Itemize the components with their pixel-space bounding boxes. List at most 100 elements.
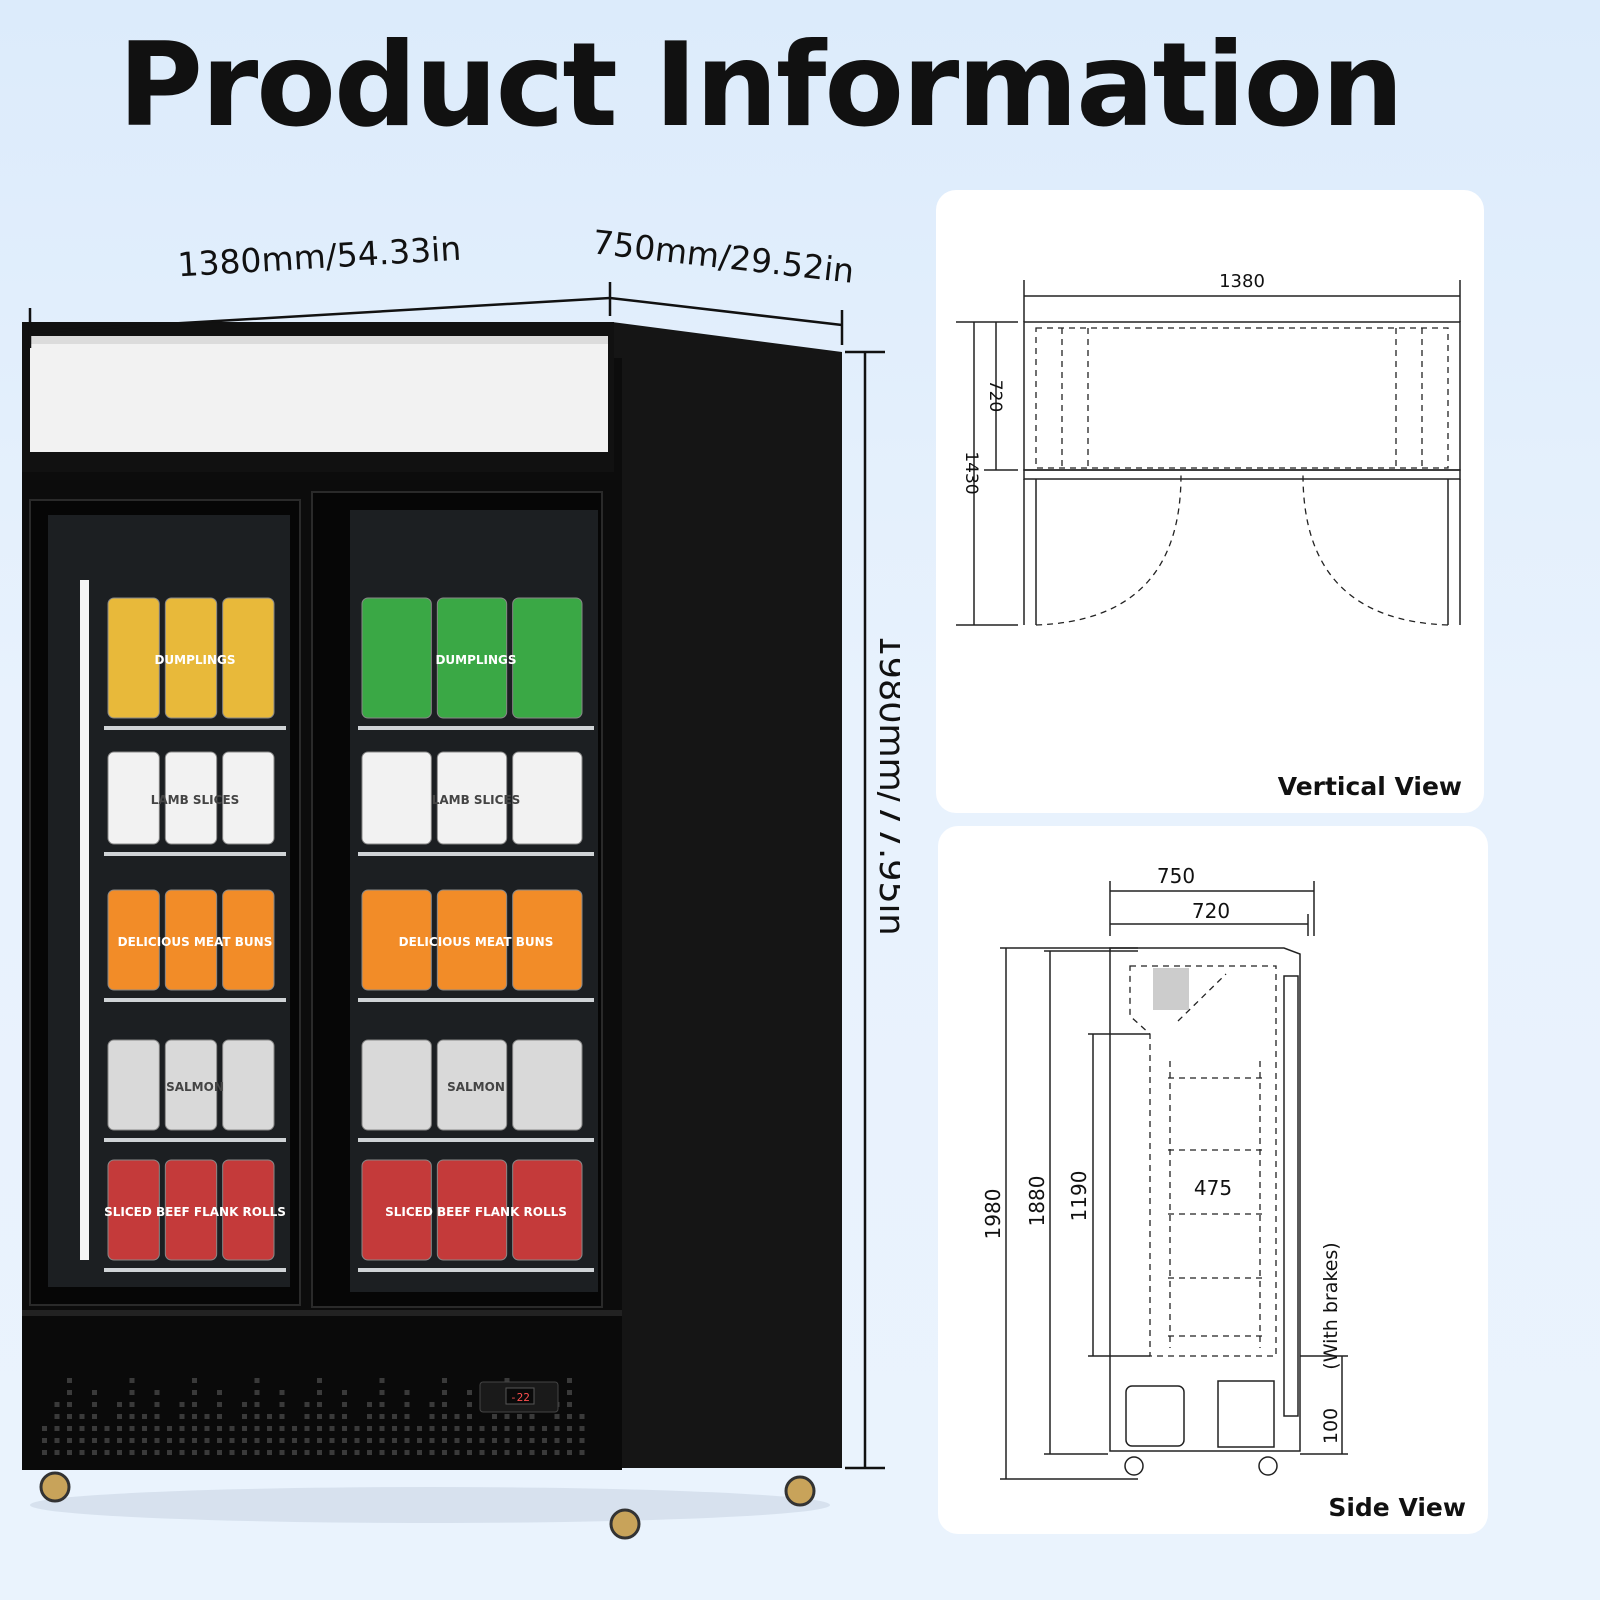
product-package — [361, 1039, 432, 1131]
product-package — [164, 889, 218, 991]
vent-hole — [342, 1414, 347, 1419]
vv-width-label: 1380 — [1219, 271, 1265, 292]
vent-hole — [467, 1390, 472, 1395]
sv-shelf-depth-label: 475 — [1194, 1176, 1232, 1200]
vent-hole — [429, 1438, 435, 1443]
vent-hole — [554, 1426, 560, 1431]
vent-hole — [404, 1450, 410, 1455]
vent-hole — [67, 1402, 72, 1407]
vent-hole — [217, 1450, 222, 1455]
vent-hole — [192, 1390, 197, 1395]
vent-hole — [317, 1390, 322, 1395]
vent-hole — [92, 1390, 97, 1395]
vent-hole — [454, 1426, 460, 1431]
fridge-side-panel — [612, 322, 842, 1468]
vent-hole — [217, 1390, 222, 1395]
product-package — [164, 1039, 218, 1131]
vent-hole — [254, 1414, 260, 1419]
vent-hole — [142, 1450, 147, 1455]
vent-hole — [204, 1438, 210, 1443]
vent-hole — [517, 1414, 522, 1419]
vent-hole — [304, 1438, 310, 1443]
product-package — [164, 751, 218, 845]
vent-hole — [129, 1402, 135, 1407]
vent-hole — [479, 1426, 485, 1431]
vent-hole — [504, 1414, 510, 1419]
vent-hole — [92, 1438, 97, 1443]
left-shelf-product-label: DELICIOUS MEAT BUNS — [118, 935, 273, 949]
vent-hole — [492, 1414, 497, 1419]
vent-hole — [104, 1450, 110, 1455]
vent-hole — [367, 1402, 372, 1407]
vent-hole — [179, 1402, 185, 1407]
vent-hole — [154, 1438, 160, 1443]
right-shelf-product-label: SLICED BEEF FLANK ROLLS — [385, 1205, 567, 1219]
vent-hole — [317, 1450, 322, 1455]
shelf-rail — [104, 1138, 286, 1142]
side-view-label: Side View — [1328, 1493, 1466, 1522]
vent-hole — [517, 1426, 522, 1431]
product-package — [512, 889, 583, 991]
vent-hole — [54, 1438, 60, 1443]
product-package — [107, 1039, 160, 1131]
vent-hole — [92, 1402, 97, 1407]
vent-hole — [517, 1450, 522, 1455]
vent-hole — [417, 1426, 422, 1431]
vent-hole — [154, 1426, 160, 1431]
vent-hole — [442, 1426, 447, 1431]
product-package — [361, 889, 432, 991]
product-package — [436, 597, 508, 719]
vent-hole — [242, 1402, 247, 1407]
vent-hole — [129, 1450, 135, 1455]
product-package — [436, 1159, 508, 1261]
vent-hole — [379, 1438, 385, 1443]
vent-hole — [467, 1414, 472, 1419]
left-shelf-product-label: SALMON — [166, 1080, 224, 1094]
vent-hole — [292, 1426, 297, 1431]
product-package — [512, 751, 583, 845]
vent-hole — [192, 1378, 197, 1383]
vent-hole — [254, 1426, 260, 1431]
vent-hole — [79, 1438, 85, 1443]
product-package — [512, 597, 583, 719]
vent-hole — [279, 1450, 285, 1455]
vent-hole — [467, 1402, 472, 1407]
vent-hole — [279, 1402, 285, 1407]
vent-hole — [379, 1414, 385, 1419]
vent-hole — [567, 1414, 572, 1419]
vent-hole — [154, 1414, 160, 1419]
vent-hole — [204, 1414, 210, 1419]
page-title: Product Information — [118, 18, 1404, 153]
vent-hole — [329, 1414, 335, 1419]
vv-depth-label: 1430 — [961, 451, 981, 494]
vent-hole — [317, 1426, 322, 1431]
temperature-display: -22 — [510, 1391, 530, 1404]
shelf-rail — [104, 998, 286, 1002]
left-shelf-product-label: LAMB SLICES — [151, 793, 240, 807]
vent-hole — [179, 1426, 185, 1431]
vent-hole — [342, 1402, 347, 1407]
vent-hole — [42, 1426, 47, 1431]
vent-grille — [42, 1378, 585, 1455]
dimension-lines — [28, 282, 885, 1470]
vent-hole — [542, 1438, 547, 1443]
vent-hole — [567, 1378, 572, 1383]
vent-hole — [154, 1402, 160, 1407]
vent-hole — [242, 1426, 247, 1431]
vent-hole — [292, 1438, 297, 1443]
product-package — [107, 1159, 160, 1261]
vent-hole — [354, 1450, 360, 1455]
vent-hole — [329, 1426, 335, 1431]
product-package — [436, 751, 508, 845]
vent-hole — [542, 1450, 547, 1455]
vent-hole — [404, 1390, 410, 1395]
vent-hole — [567, 1426, 572, 1431]
vent-hole — [242, 1438, 247, 1443]
vent-hole — [304, 1426, 310, 1431]
vent-hole — [254, 1450, 260, 1455]
vent-hole — [254, 1438, 260, 1443]
vent-hole — [104, 1438, 110, 1443]
vent-hole — [417, 1450, 422, 1455]
vent-hole — [279, 1426, 285, 1431]
vent-hole — [117, 1414, 122, 1419]
